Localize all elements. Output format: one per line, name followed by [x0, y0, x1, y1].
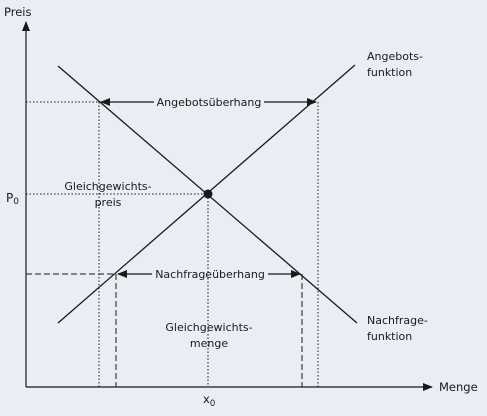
- equilibrium-quantity-label-line1: Gleichgewichts-: [165, 321, 252, 334]
- supply-curve-label-line1: Angebots-: [367, 50, 423, 63]
- p0-label: P0: [6, 191, 19, 207]
- supply-curve-label-line2: funktion: [367, 66, 412, 79]
- excess-supply-label: Angebotsüberhang: [157, 96, 262, 109]
- x0-label: x0: [203, 392, 215, 409]
- y-axis-label: Preis: [4, 5, 31, 19]
- excess-demand-label: Nachfrageüberhang: [155, 268, 265, 281]
- equilibrium-point: [203, 189, 213, 199]
- demand-curve-label-line1: Nachfrage-: [367, 314, 428, 327]
- equilibrium-price-label-line1: Gleichgewichts-: [64, 180, 151, 193]
- equilibrium-quantity-label-line2: menge: [190, 337, 228, 350]
- equilibrium-price-label-line2: preis: [95, 196, 122, 209]
- demand-curve-label-line2: funktion: [367, 330, 412, 343]
- x-axis-label: Menge: [439, 380, 478, 394]
